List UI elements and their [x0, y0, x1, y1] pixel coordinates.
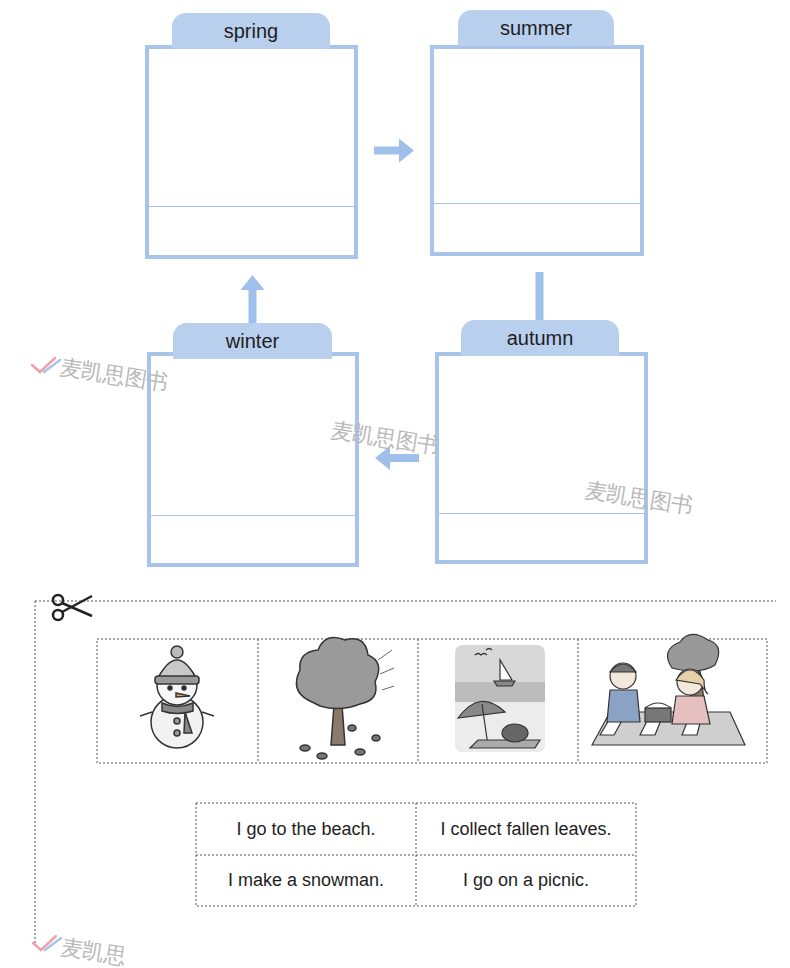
- watermark: 麦凯思: [58, 932, 128, 968]
- season-tab: autumn: [461, 320, 619, 356]
- table-cell: I collect fallen leaves.: [416, 803, 636, 855]
- beach-picture: [455, 645, 545, 752]
- table-cell: I make a snowman.: [196, 855, 416, 906]
- writing-line: [149, 206, 354, 207]
- picture-strip: [97, 639, 767, 763]
- answer-box: [145, 45, 358, 259]
- writing-line: [434, 203, 640, 204]
- season-name: autumn: [507, 327, 574, 350]
- scissors-icon: [53, 595, 92, 620]
- writing-line: [151, 515, 355, 516]
- season-box: winter: [147, 323, 359, 567]
- season-box: summer: [430, 10, 644, 256]
- answer-box: [435, 352, 648, 564]
- season-tab: winter: [173, 323, 332, 359]
- answer-box: [430, 45, 644, 256]
- sentence-table: [196, 803, 636, 906]
- cut-line: [35, 601, 776, 945]
- autumn-tree-picture: [296, 638, 394, 759]
- snowman-picture: [140, 646, 214, 748]
- table-cell: I go on a picnic.: [416, 855, 636, 906]
- season-tab: spring: [172, 13, 330, 49]
- season-box: autumn: [435, 320, 648, 564]
- cycle-arrow: [374, 139, 414, 163]
- picnic-picture: [592, 634, 745, 745]
- season-name: summer: [500, 17, 572, 40]
- writing-line: [439, 513, 644, 514]
- season-box: spring: [145, 13, 358, 259]
- table-cell: I go to the beach.: [196, 803, 416, 855]
- answer-box: [147, 352, 359, 567]
- season-name: spring: [224, 20, 278, 43]
- season-name: winter: [226, 330, 279, 353]
- season-tab: summer: [458, 10, 614, 46]
